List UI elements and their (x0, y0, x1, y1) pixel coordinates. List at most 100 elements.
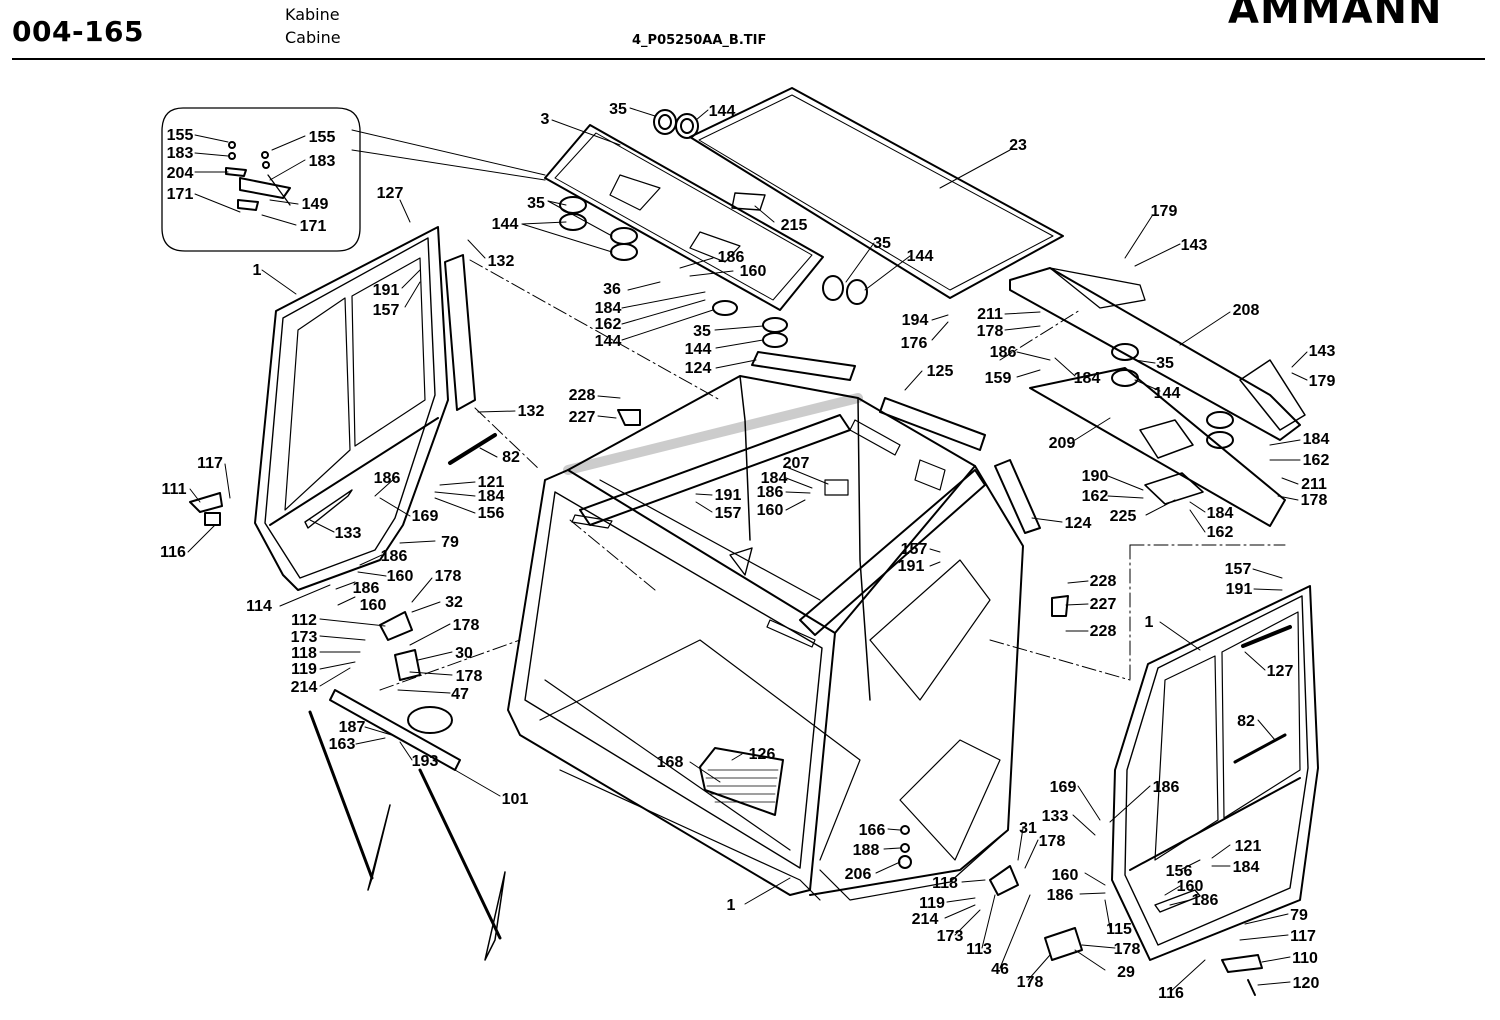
drawing-file-name: 4_P05250AA_B.TIF (632, 33, 767, 48)
callout-label: 215 (781, 217, 808, 234)
callout-label: 176 (901, 335, 928, 352)
callout-label: 173 (937, 928, 964, 945)
callout-label: 225 (1110, 508, 1137, 525)
callout-label: 162 (1207, 524, 1234, 541)
callout-label: 132 (488, 253, 515, 270)
callout-label: 178 (1301, 492, 1328, 509)
callout-label: 157 (1225, 561, 1252, 578)
callout-label: 179 (1151, 203, 1178, 220)
callout-label: 173 (291, 629, 318, 646)
exploded-cabin-diagram: 35 144 3 23 155 183 204 171 155 183 149 … (160, 87, 1335, 1002)
seal-bar-124-side (994, 459, 1041, 534)
callout-label: 121 (478, 474, 505, 491)
lock-cylinder (204, 512, 221, 526)
callout-label: 133 (1042, 808, 1069, 825)
main-cab-frame (507, 375, 1024, 901)
callout-label: 35 (693, 323, 711, 340)
callout-label: 116 (160, 544, 186, 561)
callout-label: 144 (685, 341, 712, 358)
callout-label: 183 (167, 145, 194, 162)
bracket-227-right (1051, 595, 1069, 617)
callout-label: 228 (1090, 623, 1117, 640)
callout-label: 35 (527, 195, 545, 212)
bracket-227-left (617, 409, 641, 426)
callout-label: 186 (1153, 779, 1180, 796)
callout-label: 126 (749, 746, 776, 763)
callout-label: 35 (1156, 355, 1174, 372)
callout-label: 118 (932, 875, 958, 892)
callout-label: 186 (353, 580, 380, 597)
floor-fasteners (898, 825, 912, 869)
callout-label: 119 (919, 895, 945, 912)
callout-label: 149 (302, 196, 329, 213)
assembly-guide-lines (379, 259, 1286, 691)
callout-label: 186 (374, 470, 401, 487)
callout-label: 163 (329, 736, 356, 753)
callout-label: 191 (1226, 581, 1253, 598)
callout-label: 112 (291, 612, 317, 629)
callout-label: 120 (1293, 975, 1320, 992)
callout-label: 178 (1114, 941, 1141, 958)
callout-label: 143 (1309, 343, 1336, 360)
seal-bar-125 (879, 397, 986, 451)
callout-label: 114 (246, 598, 272, 615)
callout-label: 30 (455, 645, 473, 662)
callout-label: 143 (1181, 237, 1208, 254)
callout-label: 190 (1082, 468, 1109, 485)
front-roof-channel (544, 124, 824, 311)
callout-label: 228 (569, 387, 596, 404)
callout-label: 162 (1082, 488, 1109, 505)
callout-label: 36 (603, 281, 621, 298)
callout-labels: 35 144 3 23 155 183 204 171 155 183 149 … (160, 101, 1335, 1002)
bracket-30 (394, 649, 421, 681)
callout-label: 169 (412, 508, 439, 525)
callout-label: 227 (1090, 596, 1117, 613)
callout-label: 31 (1019, 820, 1037, 837)
callout-label: 117 (197, 455, 223, 472)
rear-cover-panel (1029, 367, 1286, 527)
callout-label: 156 (1166, 863, 1193, 880)
callout-label: 186 (1192, 892, 1219, 909)
callout-label: 178 (977, 323, 1004, 340)
roof-panel (689, 87, 1064, 299)
latch-113 (989, 865, 1019, 896)
callout-label: 46 (991, 961, 1009, 978)
callout-label: 184 (1074, 370, 1101, 387)
callout-label: 144 (1154, 385, 1181, 402)
callout-label: 214 (912, 911, 939, 928)
callout-label: 111 (162, 481, 187, 498)
left-door (254, 226, 449, 591)
callout-label: 110 (1292, 950, 1318, 967)
callout-label: 157 (715, 505, 742, 522)
callout-label: 117 (1290, 928, 1316, 945)
callout-label: 169 (1050, 779, 1077, 796)
callout-label: 125 (927, 363, 954, 380)
callout-label: 188 (853, 842, 880, 859)
callout-label: 178 (435, 568, 462, 585)
roof-grommets (559, 109, 1234, 449)
callout-label: 228 (1090, 573, 1117, 590)
callout-label: 191 (715, 487, 742, 504)
callout-label: 1 (727, 897, 736, 914)
callout-label: 160 (360, 597, 387, 614)
callout-label: 124 (685, 360, 712, 377)
callout-label: 35 (609, 101, 627, 118)
callout-label: 144 (907, 248, 934, 265)
callout-label: 184 (478, 488, 505, 505)
callout-label: 184 (761, 470, 788, 487)
callout-label: 178 (453, 617, 480, 634)
callout-label: 113 (966, 941, 992, 958)
bracket-29 (1044, 927, 1083, 961)
callout-label: 211 (977, 306, 1003, 323)
callout-label: 79 (441, 534, 459, 551)
callout-label: 132 (518, 403, 545, 420)
callout-label: 186 (990, 344, 1017, 361)
callout-label: 144 (595, 333, 622, 350)
callout-label: 23 (1009, 137, 1027, 154)
callout-label: 186 (718, 249, 745, 266)
callout-label: 214 (291, 679, 318, 696)
callout-label: 209 (1049, 435, 1076, 452)
callout-label: 166 (859, 822, 886, 839)
callout-label: 127 (1267, 663, 1294, 680)
callout-label: 171 (300, 218, 327, 235)
